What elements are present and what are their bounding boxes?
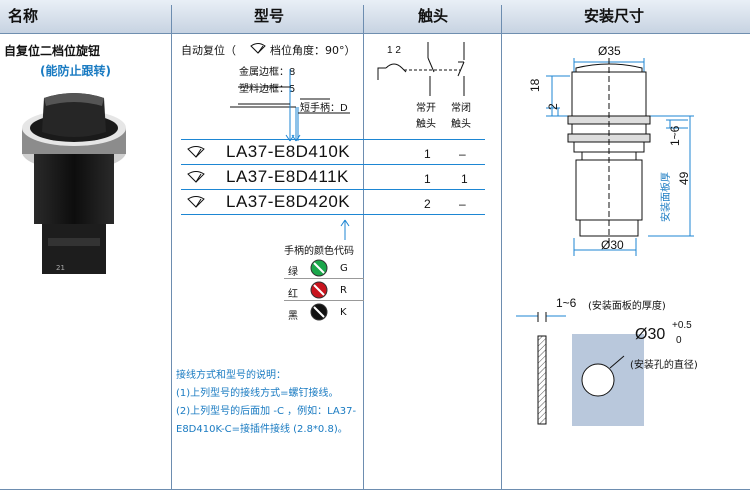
wiring-notes-line3: E8D410K-C=接插件接线 (2.8*0.8)。 xyxy=(176,424,348,435)
hole-tolerance-zero: 0 xyxy=(676,335,682,346)
product-note: (能防止跟转) xyxy=(40,64,111,78)
normally-open-label-1: 常开 xyxy=(416,103,436,114)
table-bottom-border xyxy=(0,489,750,490)
auto-return-prefix: 自动复位（ xyxy=(181,44,236,57)
rotation-angle-icon xyxy=(187,171,205,183)
metal-frame: 金属边框：8 xyxy=(239,67,296,78)
contact-schematic xyxy=(377,42,465,96)
model-code: LA37-E8D420K xyxy=(226,192,351,211)
panel-thickness-vertical-label: 安装面板厚 xyxy=(661,172,672,222)
wiring-notes-title: 接线方式和型号的说明： xyxy=(176,370,286,381)
header-mount: 安装尺寸 xyxy=(584,7,645,25)
col-divider-1 xyxy=(171,5,172,489)
normally-closed-count: – xyxy=(459,197,466,211)
rotation-angle-icon xyxy=(187,196,205,208)
normally-closed-label-2: 触头 xyxy=(451,119,471,130)
model-code-arrows xyxy=(230,69,350,142)
panel-section-drawing xyxy=(516,312,644,426)
wiring-notes-line2: (2)上列型号的后面加 -C ，例如：LA37- xyxy=(176,406,357,417)
product-photo: 21 xyxy=(22,93,126,274)
model-code: LA37-E8D410K xyxy=(226,142,351,161)
panel-range-label: 1~6 xyxy=(668,125,682,146)
col-divider-3 xyxy=(501,5,502,489)
color-code: G xyxy=(340,263,348,274)
normally-closed-count: 1 xyxy=(461,172,468,186)
color-row-divider xyxy=(284,278,364,279)
normally-open-count: 1 xyxy=(424,172,431,186)
color-row-divider xyxy=(284,300,364,301)
total-height-label: 49 xyxy=(677,171,691,185)
contact-numbers: 1 2 xyxy=(387,45,401,56)
row-divider xyxy=(181,164,485,165)
bottom-diameter-label: Ø30 xyxy=(601,238,624,252)
red-knob-icon xyxy=(310,281,328,299)
color-code: R xyxy=(340,285,347,296)
mounting-dimension-drawing xyxy=(546,58,694,256)
panel-thickness-label: 1~6 xyxy=(556,296,577,310)
row-divider xyxy=(181,189,485,190)
row-divider-top xyxy=(181,139,485,140)
col-divider-2 xyxy=(363,5,364,489)
row-divider-bottom xyxy=(181,214,485,215)
normally-closed-count: – xyxy=(459,147,466,161)
normally-open-label-2: 触头 xyxy=(416,119,436,130)
table-header xyxy=(0,0,750,34)
svg-text:21: 21 xyxy=(56,264,65,272)
header-contact: 触头 xyxy=(418,7,449,25)
green-knob-icon xyxy=(310,259,328,277)
short-handle: 短手柄：D xyxy=(300,103,348,114)
color-name: 红 xyxy=(288,289,298,300)
normally-closed-label-1: 常闭 xyxy=(451,103,471,114)
black-knob-icon xyxy=(310,303,328,321)
height-18-label: 18 xyxy=(528,78,542,92)
up-arrow-icon xyxy=(340,219,350,240)
panel-thickness-note: (安装面板的厚度) xyxy=(588,301,666,312)
color-name: 黑 xyxy=(288,311,298,322)
header-name: 名称 xyxy=(8,7,39,25)
rotation-angle-icon xyxy=(250,43,266,54)
model-code: LA37-E8D411K xyxy=(226,167,349,186)
hole-diameter-label: Ø30 xyxy=(635,326,666,343)
normally-open-count: 1 xyxy=(424,147,431,161)
normally-open-count: 2 xyxy=(424,197,431,211)
top-diameter-label: Ø35 xyxy=(598,44,621,58)
header-model: 型号 xyxy=(254,7,285,25)
color-code: K xyxy=(340,307,347,318)
hole-tolerance-plus: +0.5 xyxy=(672,320,692,331)
wiring-notes-line1: (1)上列型号的接线方式=螺钉接线。 xyxy=(176,388,339,399)
product-name: 自复位二档位旋钮 xyxy=(4,44,101,58)
color-name: 绿 xyxy=(288,267,298,278)
plastic-frame: 塑料边框：5 xyxy=(239,84,296,95)
rotation-angle-icon xyxy=(187,146,205,158)
hole-note: (安装孔的直径) xyxy=(630,360,698,371)
height-2-label: 2 xyxy=(546,103,560,110)
auto-return-suffix: 档位角度：90°） xyxy=(270,44,356,57)
color-code-title: 手柄的颜色代码 xyxy=(284,246,354,257)
